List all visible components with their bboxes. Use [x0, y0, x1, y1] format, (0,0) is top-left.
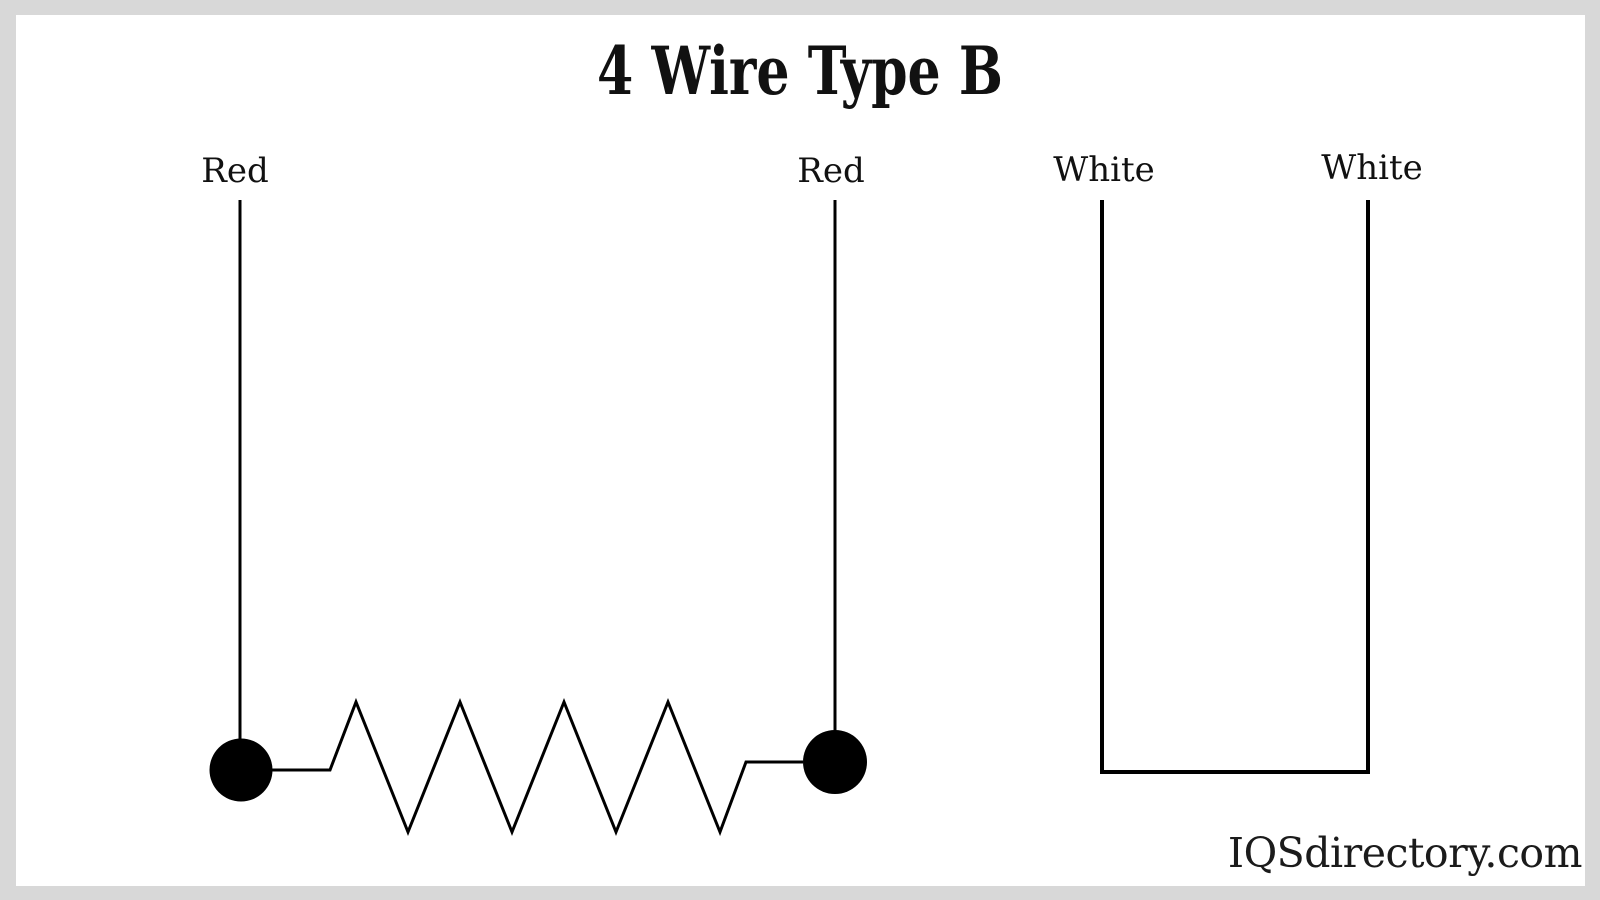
- watermark-text: IQSdirectory.com: [1227, 829, 1583, 877]
- diagram-surface: [16, 15, 1585, 886]
- wire-label-red-right: Red: [797, 151, 865, 191]
- wire-label-red-left: Red: [201, 151, 269, 191]
- wire-label-white-left: White: [1053, 150, 1155, 190]
- diagram-title: 4 Wire Type B: [597, 32, 1003, 110]
- wire-label-white-right: White: [1321, 148, 1423, 188]
